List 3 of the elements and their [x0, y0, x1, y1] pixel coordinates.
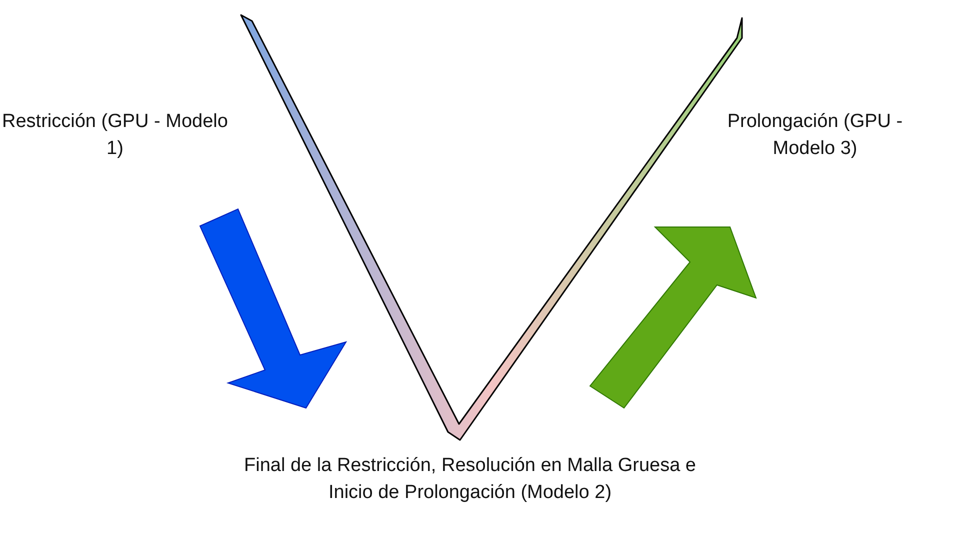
label-text: Restricción (GPU - Modelo 1) — [1, 110, 229, 161]
label-text: Prolongación (GPU - Modelo 3) — [726, 110, 904, 161]
label-text: Final de la Restricción, Resolución en Malla Gruesa e Inicio de Prolongación (Modelo 2) — [243, 454, 697, 505]
